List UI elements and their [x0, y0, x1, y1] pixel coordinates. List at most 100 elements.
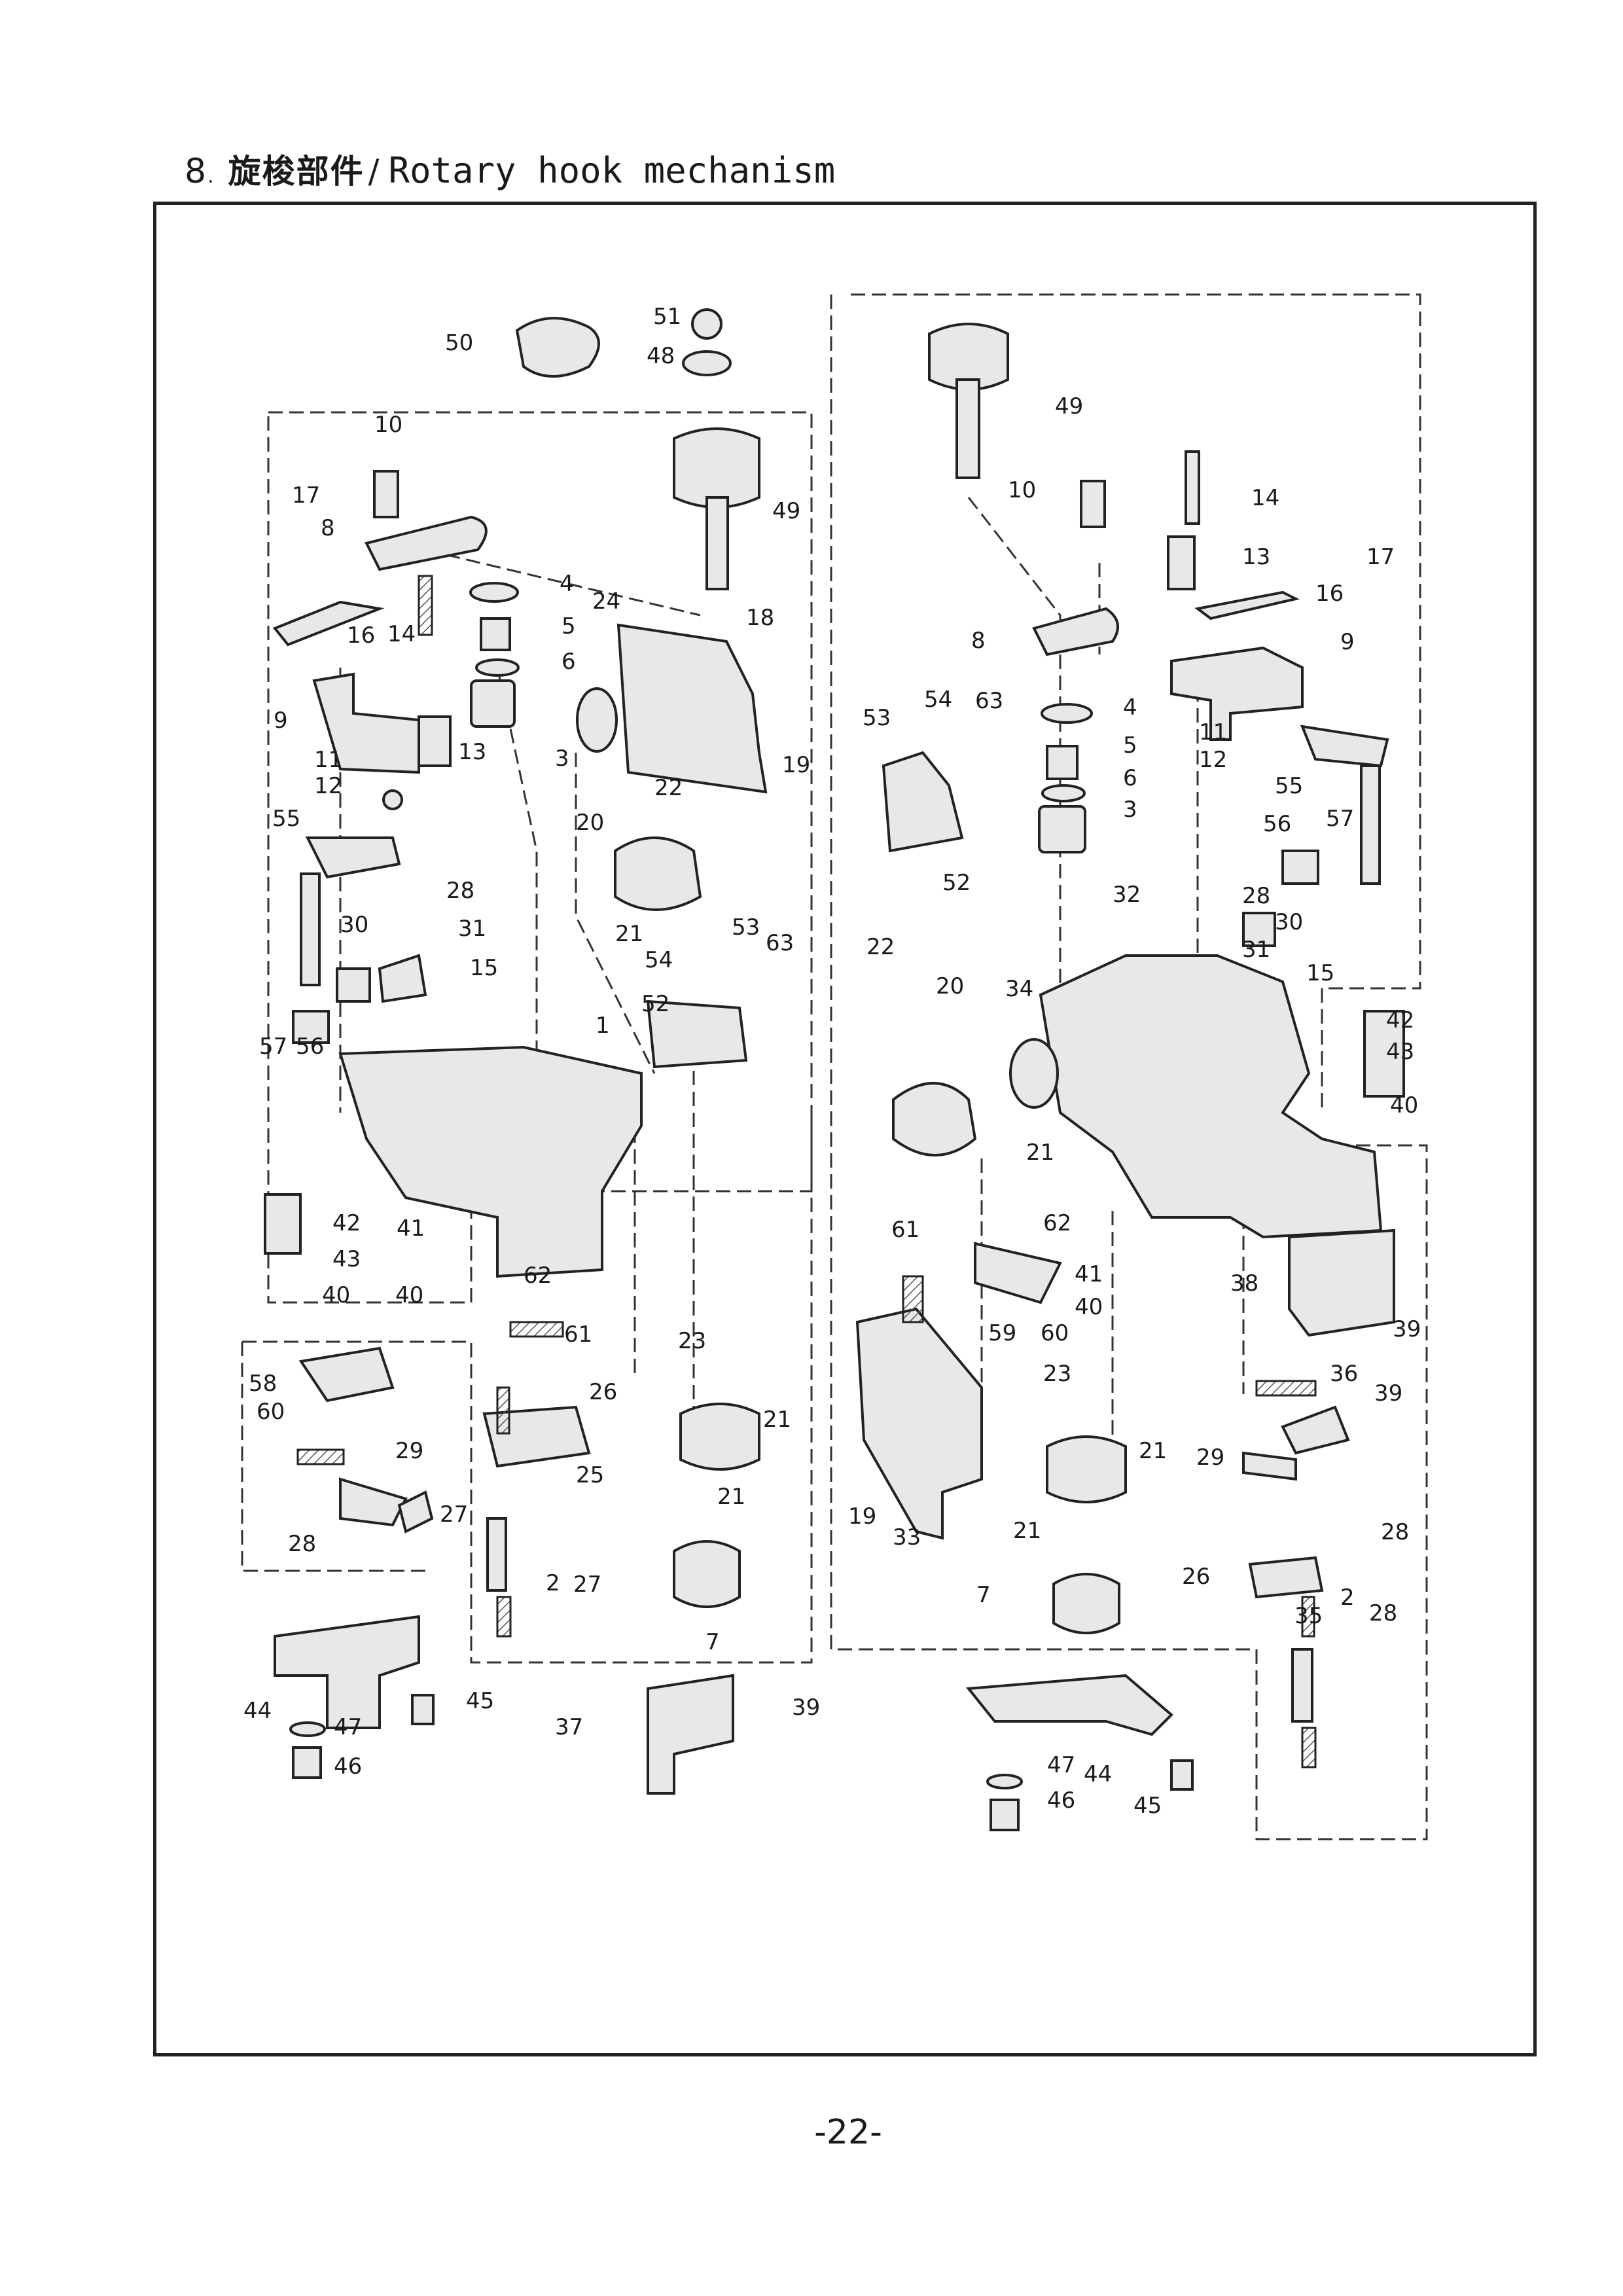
right-lower-boundary	[830, 295, 1428, 1840]
hook-gear-left	[614, 836, 702, 911]
rotary-hook-right	[928, 323, 1009, 391]
part-label-left-62: 62	[524, 1263, 552, 1289]
part-label-right-8: 8	[971, 628, 986, 654]
adjust-plate-left	[646, 999, 748, 1069]
part-label-right-20: 20	[936, 973, 964, 999]
knife-holder-left	[339, 1477, 408, 1527]
pin-left	[411, 1694, 435, 1725]
part-label-right-22: 22	[866, 934, 895, 960]
part-label-left-27: 27	[440, 1501, 468, 1528]
part-label-left-21: 21	[717, 1484, 745, 1510]
part-label-right-28: 28	[1369, 1600, 1397, 1626]
cam-holder-right	[1248, 1556, 1324, 1599]
crank-right	[1032, 607, 1119, 656]
part-label-left-40: 40	[322, 1282, 350, 1308]
part-label-right-6: 6	[1123, 765, 1137, 791]
connecting-rod-left	[486, 1517, 507, 1592]
part-label-left-14: 14	[387, 621, 416, 647]
part-label-right-62: 62	[1043, 1210, 1071, 1236]
hex-bolt-left	[292, 1746, 322, 1779]
hook-shaft-left	[705, 496, 729, 590]
l-plate-left	[274, 1615, 420, 1729]
part-label-left-13: 13	[458, 739, 486, 765]
part-label-left-55: 55	[272, 806, 300, 832]
part-label-left-26: 26	[589, 1379, 617, 1405]
part-label-right-44: 44	[1084, 1761, 1112, 1787]
part-label-right-43: 43	[1386, 1039, 1414, 1065]
spring-29-left	[296, 1448, 345, 1465]
part-label-right-21: 21	[1013, 1518, 1041, 1544]
part-label-right-34: 34	[1005, 976, 1033, 1002]
part-label-right-40: 40	[1075, 1294, 1103, 1320]
knife-spring-right	[1194, 590, 1300, 620]
part-label-right-56: 56	[1263, 811, 1291, 837]
part-label-right-31: 31	[1242, 937, 1270, 963]
link-arm-right	[974, 1242, 1062, 1304]
connecting-rod-right	[1291, 1648, 1313, 1723]
part-label-left-61: 61	[564, 1321, 592, 1348]
screw-lower-left	[496, 1596, 512, 1638]
part-label-left-17: 17	[292, 482, 320, 509]
gear-left	[480, 617, 511, 651]
part-label-left-25: 25	[576, 1462, 604, 1488]
part-label-right-36: 36	[1330, 1361, 1358, 1387]
knife-left	[397, 1490, 434, 1534]
part-label-left-1: 1	[596, 1013, 610, 1039]
bracket-plate-right	[855, 1307, 983, 1540]
part-label-left-21: 21	[615, 921, 643, 947]
part-label-left-15: 15	[470, 955, 498, 981]
part-label-right-9: 9	[1340, 629, 1355, 655]
part-label-right-55: 55	[1275, 773, 1303, 799]
part-label-left-52: 52	[641, 991, 669, 1017]
shaft-bushing-right	[1080, 480, 1106, 528]
part-label-right-35: 35	[1294, 1603, 1323, 1629]
adjust-screw-set-right	[1363, 1010, 1405, 1098]
square-block-left	[336, 967, 371, 1003]
diagram-frame	[153, 202, 1537, 2056]
large-gear-left	[679, 1403, 760, 1471]
section-number: 8	[185, 152, 207, 191]
part-label-right-21: 21	[1026, 1139, 1054, 1166]
adjust-screw-set-left	[264, 1193, 302, 1255]
position-bushing-left	[418, 715, 452, 767]
part-label-right-17: 17	[1366, 544, 1395, 570]
part-label-right-21: 21	[1139, 1438, 1167, 1464]
cover-plate-left	[647, 1674, 734, 1795]
pin-right	[1170, 1759, 1194, 1791]
part-label-right-4: 4	[1123, 694, 1137, 721]
bushing-13-right	[1167, 535, 1196, 590]
part-label-left-23: 23	[678, 1328, 706, 1354]
plain-washer-left	[289, 1721, 326, 1737]
thread-screw-35	[1301, 1596, 1315, 1638]
part-label-left-8: 8	[321, 515, 335, 541]
left-leader-dashes	[339, 548, 701, 1407]
part-label-left-56: 56	[296, 1033, 324, 1060]
cover-plate-right	[1288, 1229, 1395, 1337]
presser-plate-left	[378, 954, 427, 1003]
section-heading: 8 . 旋梭部件 / Rotary hook mechanism	[185, 145, 835, 195]
hook-base-body-right	[1039, 954, 1383, 1239]
plain-washer-right	[986, 1774, 1023, 1789]
part-label-left-49: 49	[772, 498, 800, 524]
part-label-right-39: 39	[1393, 1316, 1421, 1342]
collar-right	[1281, 850, 1319, 885]
part-label-right-29: 29	[1196, 1444, 1224, 1471]
section-number-dot: .	[207, 165, 214, 188]
washer-right	[1041, 703, 1093, 724]
part-label-left-11: 11	[314, 747, 342, 773]
crank-lever-left	[305, 836, 401, 879]
part-label-right-12: 12	[1199, 747, 1227, 773]
part-label-right-28: 28	[1242, 883, 1270, 909]
part-label-right-59: 59	[988, 1320, 1016, 1346]
knife-holder-right	[1281, 1405, 1350, 1455]
part-label-left-47: 47	[334, 1714, 362, 1740]
part-label-right-14: 14	[1251, 485, 1279, 511]
crank-shaft-left	[300, 872, 321, 986]
link-arm-left	[298, 1346, 395, 1403]
oil-seal-left	[576, 687, 618, 753]
part-label-right-5: 5	[1123, 732, 1137, 759]
part-label-right-42: 42	[1386, 1007, 1414, 1033]
part-label-right-63: 63	[975, 688, 1003, 714]
